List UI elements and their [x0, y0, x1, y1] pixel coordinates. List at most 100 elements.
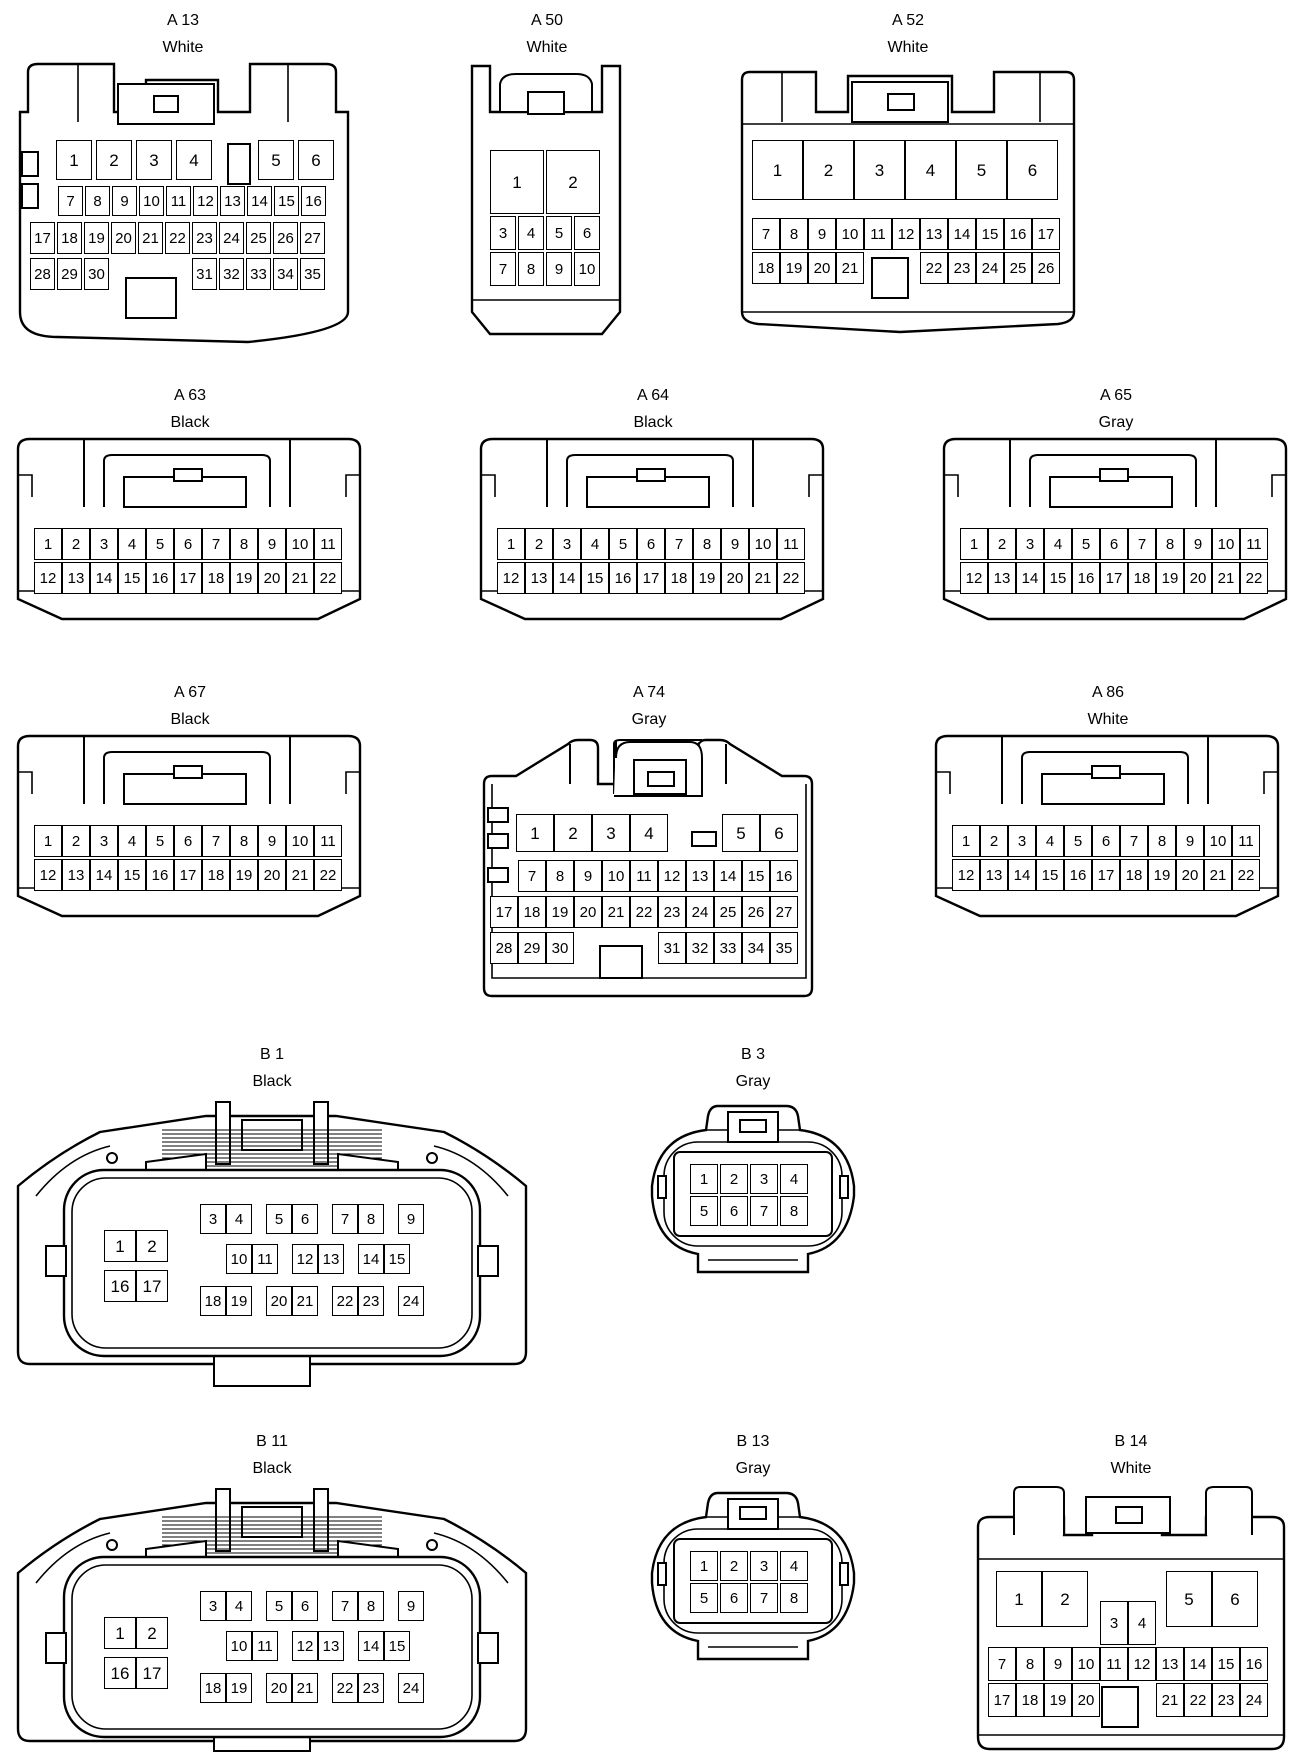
pin: 20: [1184, 562, 1212, 594]
pin: 15: [384, 1631, 410, 1661]
pin: 20: [808, 252, 836, 284]
pin: 13: [62, 562, 90, 594]
pin: 18: [752, 252, 780, 284]
pin: 4: [1044, 528, 1072, 560]
connector-a65: A 65 Gray 1 2 3 4 5 6 7 8 9 10 11 12 13 …: [942, 387, 1288, 637]
pin: 5: [1072, 528, 1100, 560]
pin: 20: [111, 222, 136, 254]
pin: 6: [574, 216, 600, 250]
pin: 2: [62, 825, 90, 857]
pin: 10: [226, 1631, 252, 1661]
pin: 19: [1148, 859, 1176, 891]
pin: 20: [1072, 1683, 1100, 1717]
connector-name: B 3: [740, 1046, 765, 1063]
connector-housing: [16, 437, 362, 621]
pin: 10: [602, 860, 630, 892]
pin: 14: [714, 860, 742, 892]
pin: 6: [1092, 825, 1120, 857]
pin: 1: [34, 825, 62, 857]
pin: 4: [226, 1591, 252, 1621]
pin: 23: [948, 252, 976, 284]
pin: 10: [836, 218, 864, 250]
pin: 3: [854, 140, 905, 200]
pin: 13: [220, 186, 245, 216]
pin: 4: [905, 140, 956, 200]
pin: 15: [1036, 859, 1064, 891]
pin: 12: [292, 1244, 318, 1274]
pin: 23: [358, 1286, 384, 1316]
pin: 19: [1044, 1683, 1072, 1717]
pin: 25: [246, 222, 271, 254]
pin: 25: [1004, 252, 1032, 284]
pin: 13: [62, 859, 90, 891]
pin: 22: [165, 222, 190, 254]
pin: 20: [266, 1286, 292, 1316]
pin: 10: [286, 528, 314, 560]
pin: 7: [202, 825, 230, 857]
pin: 11: [1240, 528, 1268, 560]
pin: 24: [398, 1673, 424, 1703]
connector-color: White: [1110, 1460, 1152, 1477]
pin: 17: [637, 562, 665, 594]
pin: 12: [497, 562, 525, 594]
pin: 4: [630, 814, 668, 852]
pin: 2: [980, 825, 1008, 857]
connector-name: A 50: [530, 12, 564, 29]
pin: 17: [1100, 562, 1128, 594]
pin: 13: [525, 562, 553, 594]
pin: 10: [1072, 1647, 1100, 1681]
pin: 1: [960, 528, 988, 560]
connector-housing: [479, 437, 825, 621]
pin: 35: [770, 932, 798, 964]
pin: 11: [252, 1244, 278, 1274]
pin: 17: [988, 1683, 1016, 1717]
pin: 23: [1212, 1683, 1240, 1717]
pin: 32: [686, 932, 714, 964]
pin: 18: [200, 1286, 226, 1316]
connector-b11: B 11 Black 1 2 16 17 3 4 5 6 7 8 9 10 11…: [16, 1433, 528, 1753]
pin: 1: [34, 528, 62, 560]
connector-color: Black: [252, 1460, 292, 1477]
pin: 7: [750, 1583, 778, 1613]
pin: 18: [202, 562, 230, 594]
pin: 13: [980, 859, 1008, 891]
pin: 22: [314, 859, 342, 891]
pin: 14: [1016, 562, 1044, 594]
pin: 11: [864, 218, 892, 250]
pin: 1: [56, 140, 92, 180]
pin: 18: [1016, 1683, 1044, 1717]
pin: 3: [1100, 1601, 1128, 1645]
pin: 27: [770, 896, 798, 928]
pin: 1: [752, 140, 803, 200]
pin: 19: [780, 252, 808, 284]
pin: 15: [118, 562, 146, 594]
pin: 20: [258, 859, 286, 891]
pin: 23: [192, 222, 217, 254]
pin: 12: [960, 562, 988, 594]
pin: 6: [298, 140, 334, 180]
pin: 5: [146, 528, 174, 560]
pin: 22: [630, 896, 658, 928]
connector-a67: A 67 Black 1 2 3 4 5 6 7 8 9 10 11 12 13…: [16, 684, 362, 934]
pin: 1: [952, 825, 980, 857]
pin: 19: [226, 1673, 252, 1703]
pin: 18: [665, 562, 693, 594]
pin: 17: [174, 859, 202, 891]
pin: 18: [202, 859, 230, 891]
pin: 6: [292, 1591, 318, 1621]
connector-a50: A 50 White 1 2 3 4 5 6 7 8 9 10: [470, 12, 622, 342]
pin: 20: [1176, 859, 1204, 891]
pin: 13: [920, 218, 948, 250]
pin: 16: [104, 1270, 136, 1302]
pin: 8: [1156, 528, 1184, 560]
pin: 2: [554, 814, 592, 852]
connector-housing: [16, 734, 362, 918]
pin: 28: [30, 258, 55, 290]
pin: 9: [1044, 1647, 1072, 1681]
pin: 12: [193, 186, 218, 216]
pin: 17: [1032, 218, 1060, 250]
pin: 32: [219, 258, 244, 290]
pin: 21: [1212, 562, 1240, 594]
pin: 26: [273, 222, 298, 254]
pin: 15: [1044, 562, 1072, 594]
